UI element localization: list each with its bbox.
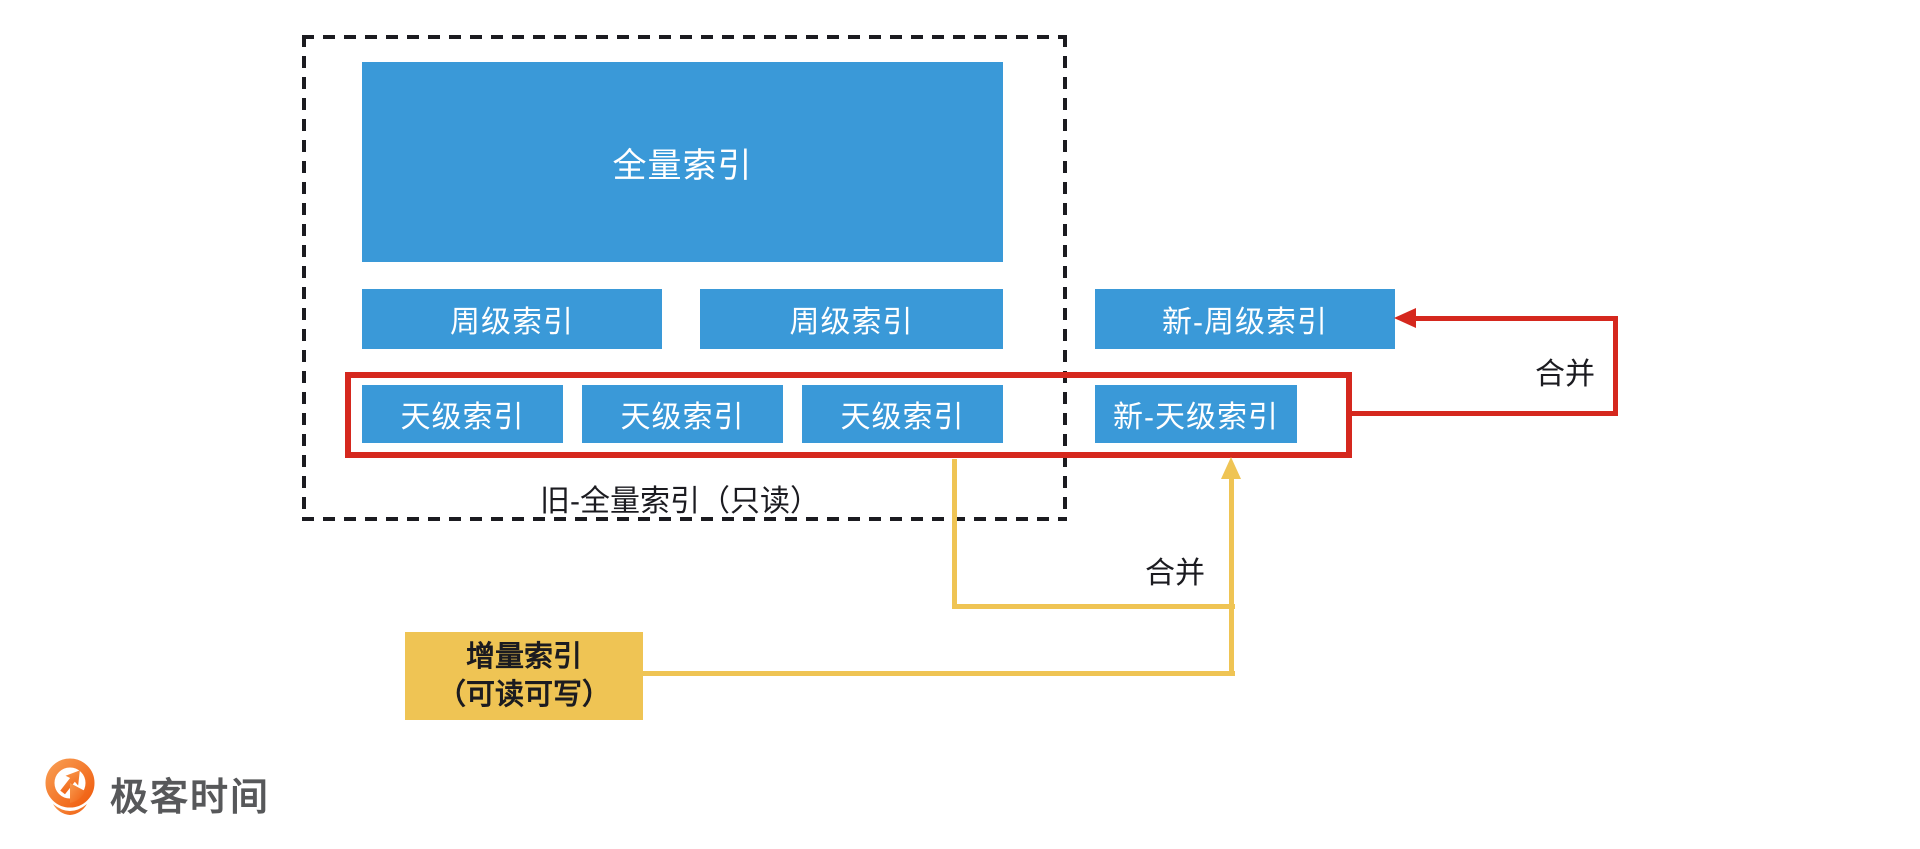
yellow-arrowhead-icon — [1221, 457, 1241, 479]
new-day-index-label: 新-天级索引 — [1113, 401, 1279, 434]
yellow-connector-vertical-right — [1229, 474, 1234, 676]
day-index-2-label: 天级索引 — [620, 401, 745, 434]
incremental-index-label-line2: （可读可写） — [436, 679, 611, 711]
week-index-1-label: 周级索引 — [450, 306, 574, 339]
geektime-logo-icon — [45, 758, 95, 815]
day-index-3-label: 天级索引 — [840, 401, 965, 434]
week-index-box-2: 周级索引 — [700, 289, 1003, 349]
day-index-box-1: 天级索引 — [362, 385, 563, 443]
incremental-index-box: 增量索引 （可读可写） — [405, 632, 643, 720]
yellow-connector-horizontal-mid — [952, 604, 1235, 609]
brand-name: 极客时间 — [110, 777, 271, 819]
full-index-label: 全量索引 — [612, 146, 753, 185]
old-full-index-dashed-border-top — [302, 35, 1067, 39]
old-full-index-caption: 旧-全量索引（只读） — [540, 485, 820, 518]
new-day-index-box: 新-天级索引 — [1095, 385, 1297, 443]
full-index-box: 全量索引 — [362, 62, 1003, 262]
day-index-1-label: 天级索引 — [400, 401, 525, 434]
old-full-index-dashed-border-right — [1063, 35, 1067, 521]
new-week-index-box: 新-周级索引 — [1095, 289, 1395, 349]
incremental-index-label-line1: 增量索引 — [465, 640, 582, 673]
red-connector-horizontal-lower — [1352, 411, 1618, 416]
week-index-box-1: 周级索引 — [362, 289, 662, 349]
old-full-index-dashed-border-bottom — [302, 517, 1067, 521]
old-full-index-dashed-border-left — [302, 35, 306, 521]
day-index-box-3: 天级索引 — [802, 385, 1003, 443]
red-arrowhead-icon — [1394, 308, 1416, 328]
yellow-connector-horizontal-bottom — [643, 671, 1235, 676]
day-index-box-2: 天级索引 — [582, 385, 783, 443]
red-connector-vertical — [1613, 316, 1618, 416]
new-week-index-label: 新-周级索引 — [1162, 306, 1328, 339]
day-row-highlight-rect — [345, 372, 1352, 458]
yellow-connector-vertical-left — [952, 459, 957, 609]
red-connector-horizontal-upper — [1414, 316, 1618, 321]
merge-label-yellow: 合并 — [1145, 557, 1205, 590]
merge-label-red: 合并 — [1535, 358, 1595, 391]
week-index-2-label: 周级索引 — [789, 306, 914, 339]
